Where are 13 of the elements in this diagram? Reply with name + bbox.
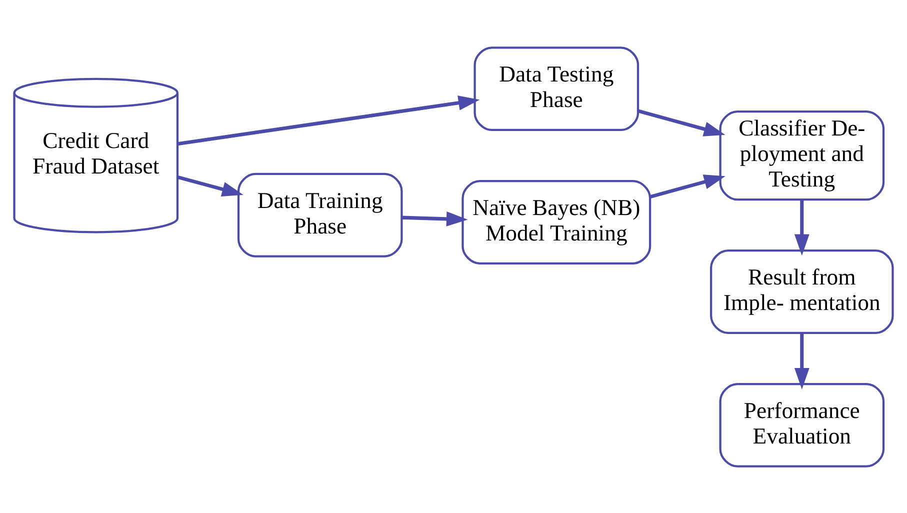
arrow (794, 332, 810, 389)
arrow (650, 174, 726, 198)
node-box: Classifier De- ployment and Testing (719, 110, 885, 200)
arrow (177, 94, 480, 146)
arrow (638, 108, 726, 136)
arrow (177, 175, 244, 196)
arrow (402, 210, 468, 226)
node-box: Naïve Bayes (NB) Model Training (462, 180, 652, 264)
node-box: Result from Imple- mentation (710, 249, 894, 334)
arrow (794, 199, 810, 256)
node-box: Data Testing Phase (474, 46, 640, 131)
node-box: Performance Evaluation (719, 382, 885, 467)
node-box: Data Training Phase (237, 172, 403, 257)
